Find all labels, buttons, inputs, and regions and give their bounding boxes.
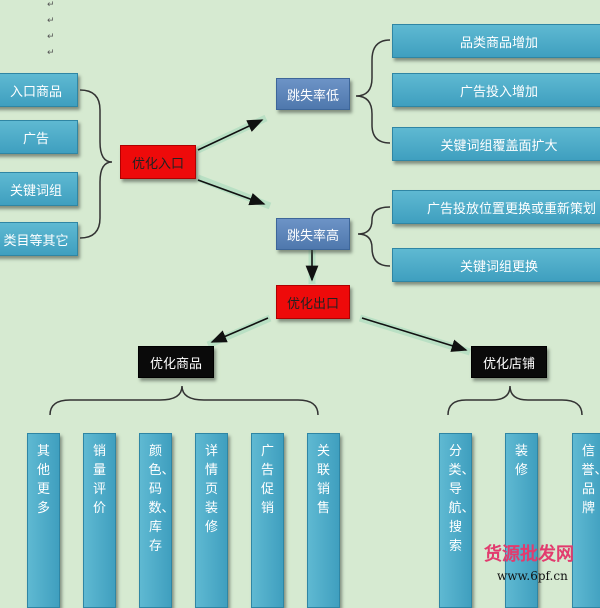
watermark-site-name: 货源批发网 [484, 544, 574, 565]
product-item-color-size-stock: 颜色、码数、库存 [139, 433, 172, 608]
bounce-low-node: 跳失率低 [276, 78, 350, 110]
optimize-entry-node: 优化入口 [120, 145, 196, 179]
product-item-related-sales: 关联销售 [307, 433, 340, 608]
optimize-shop-node: 优化店铺 [471, 346, 547, 378]
left-item-keywords: 关键词组 [0, 172, 78, 206]
product-item-detail-page: 详情页装修 [195, 433, 228, 608]
shop-item-category-nav-search: 分类、导航、搜索 [439, 433, 472, 608]
left-brace [79, 89, 113, 239]
bounce-high-node: 跳失率高 [276, 218, 350, 250]
right-item-keyword-change: 关键词组更换 [392, 248, 600, 282]
lower-right-brace [357, 206, 391, 267]
shop-item-decoration: 装修 [505, 433, 538, 608]
optimize-product-node: 优化商品 [138, 346, 214, 378]
product-item-other-more: 其他更多 [27, 433, 60, 608]
paragraph-mark: ↵ [47, 32, 55, 42]
paragraph-mark: ↵ [47, 0, 55, 10]
right-item-ad-investment: 广告投入增加 [392, 73, 600, 107]
right-item-keyword-coverage: 关键词组覆盖面扩大 [392, 127, 600, 161]
left-item-ads: 广告 [0, 120, 78, 154]
watermark-url: www.6pf.cn [497, 569, 568, 583]
left-item-category-other: 类目等其它 [0, 222, 78, 256]
shop-item-reputation-brand: 信誉、品牌 [572, 433, 600, 608]
shop-brace [447, 385, 583, 416]
paragraph-mark: ↵ [47, 48, 55, 58]
paragraph-mark: ↵ [47, 16, 55, 26]
left-item-entry-product: 入口商品 [0, 73, 78, 107]
optimize-exit-node: 优化出口 [276, 285, 350, 319]
upper-right-brace [355, 39, 391, 144]
product-item-ad-promotion: 广告促销 [251, 433, 284, 608]
right-item-category-products: 品类商品增加 [392, 24, 600, 58]
product-brace [49, 385, 319, 416]
arrow-exit-to-product [206, 314, 272, 349]
right-item-ad-placement: 广告投放位置更换或重新策划 [392, 190, 600, 224]
product-item-sales-reviews: 销量评价 [83, 433, 116, 608]
